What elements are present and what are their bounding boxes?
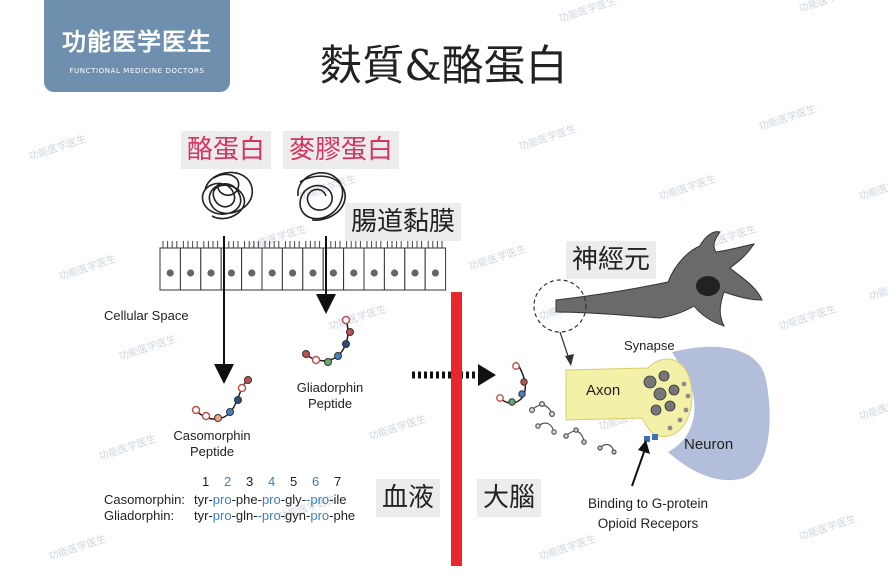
- blood-label: 血液: [376, 479, 441, 517]
- cell-nucleus: [391, 269, 399, 277]
- epithelial-cell: [363, 247, 385, 291]
- epithelial-cell: [404, 247, 426, 291]
- epithelial-cell: [261, 247, 283, 291]
- epithelial-cell: [302, 247, 324, 291]
- casomorphin-peptide-chain: [191, 376, 252, 422]
- gliadorphin-sequence-name: Gliadorphin:: [104, 508, 175, 523]
- blood-barrier-bar: [451, 292, 462, 566]
- synapse-illustration: [565, 346, 770, 487]
- cell-nucleus: [187, 269, 195, 277]
- intestinal-epithelium: [159, 241, 447, 291]
- sequence-position: 1: [202, 474, 210, 489]
- binding-label: Binding to G-protein Opioid Recepors: [560, 494, 736, 534]
- transport-arrow: [412, 364, 496, 386]
- gliadorphin-label-line2: Peptide: [307, 396, 353, 411]
- casomorphin-residues: tyr-pro-phe-pro-gly--pro-ile: [194, 492, 346, 507]
- casein-label: 酪蛋白: [181, 131, 272, 169]
- amino-acid-residue: -phe: [329, 508, 356, 523]
- amino-acid-residue: tyr-: [194, 492, 213, 507]
- gliadorphin-label-line1: Gliadorphin: [296, 380, 364, 395]
- amino-acid-residue: -gly-: [280, 492, 307, 507]
- brand-logo: 功能医学医生 FUNCTIONAL MEDICINE DOCTORS: [44, 0, 230, 92]
- neuron-label: Neuron: [684, 436, 734, 453]
- sequence-position: 4: [268, 474, 276, 489]
- brand-logo-subtitle: FUNCTIONAL MEDICINE DOCTORS: [69, 67, 205, 75]
- casomorphin-label-line1: Casomorphin: [173, 428, 251, 443]
- amino-acid-residue: -gyn-: [280, 508, 311, 523]
- neuron-cn-label: 神經元: [566, 241, 657, 279]
- gluten-protein-tangle: [297, 172, 346, 221]
- sequence-position: 3: [246, 474, 254, 489]
- brand-logo-title: 功能医学医生: [62, 28, 212, 56]
- cell-nucleus: [289, 269, 297, 277]
- epithelial-cell: [424, 247, 447, 291]
- amino-acid-residue: pro: [310, 508, 330, 523]
- amino-acid-residue: -gln-: [231, 508, 258, 523]
- casomorphin-peptide-label: Casomorphin Peptide: [172, 428, 252, 460]
- cell-nucleus: [166, 269, 174, 277]
- brain-peptide-chain: [496, 361, 528, 406]
- cell-nucleus: [329, 269, 337, 277]
- cell-nucleus: [227, 269, 235, 277]
- binding-label-line1: Binding to G-protein: [587, 496, 709, 511]
- casomorphin-label-line2: Peptide: [189, 444, 235, 459]
- synapse-label: Synapse: [624, 338, 675, 353]
- casein-protein-tangle: [201, 171, 253, 220]
- cell-nucleus: [431, 269, 439, 277]
- epithelial-cell: [179, 247, 202, 291]
- cellular-space-label: Cellular Space: [104, 308, 189, 323]
- brain-label: 大腦: [477, 479, 542, 517]
- epithelial-cell: [200, 247, 222, 291]
- amino-acid-residue: pro: [212, 508, 232, 523]
- epithelial-cell: [241, 247, 263, 291]
- amino-acid-residue: pro: [212, 492, 232, 507]
- amino-acid-residue: -pro: [257, 508, 281, 523]
- epithelial-cell: [159, 247, 181, 291]
- page-title: 麩質&酪蛋白: [320, 41, 568, 90]
- cell-nucleus: [350, 269, 358, 277]
- cell-nucleus: [411, 269, 419, 277]
- faded-peptide-fragments: [528, 401, 617, 455]
- gliadorphin-peptide-chain: [302, 315, 354, 366]
- cell-nucleus: [268, 269, 276, 277]
- cell-nucleus: [309, 269, 317, 277]
- binding-label-line2: Opioid Recepors: [597, 516, 699, 531]
- epithelial-cell: [281, 247, 304, 291]
- amino-acid-residue: -pro: [306, 492, 330, 507]
- epithelial-cell: [383, 247, 406, 291]
- sequence-position: 2: [224, 474, 232, 489]
- amino-acid-residue: -ile: [329, 492, 347, 507]
- sequence-position: 7: [334, 474, 342, 489]
- cell-nucleus: [207, 269, 215, 277]
- amino-acid-residue: -phe-: [231, 492, 262, 507]
- gluten-label: 麥膠蛋白: [283, 131, 400, 169]
- gut-mucosa-label: 腸道黏膜: [345, 203, 462, 241]
- amino-acid-residue: tyr-: [194, 508, 213, 523]
- epithelial-cell: [343, 247, 365, 291]
- sequence-position: 6: [312, 474, 320, 489]
- sequence-position: 5: [290, 474, 298, 489]
- gliadorphin-residues: tyr-pro-gln--pro-gyn-pro-phe: [194, 508, 355, 523]
- amino-acid-residue: pro: [261, 492, 281, 507]
- neuron-illustration: [533, 231, 763, 366]
- gliadorphin-peptide-label: Gliadorphin Peptide: [290, 380, 370, 412]
- cell-nucleus: [370, 269, 378, 277]
- casomorphin-sequence-name: Casomorphin:: [104, 492, 185, 507]
- axon-label: Axon: [586, 382, 621, 399]
- cell-nucleus: [248, 269, 256, 277]
